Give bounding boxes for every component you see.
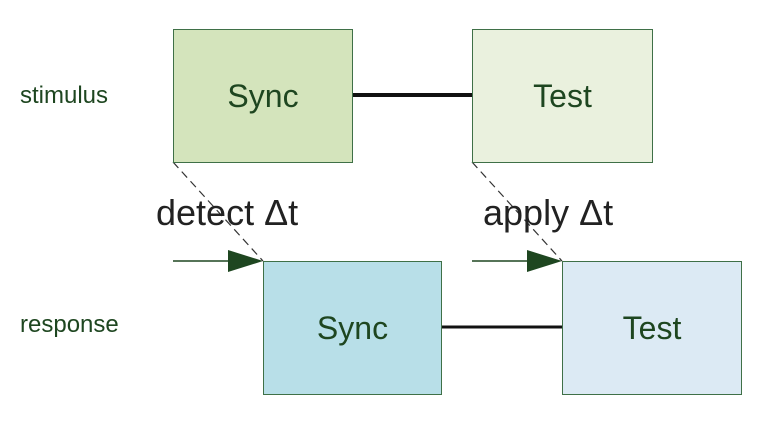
- apply-delta-caption: apply Δt: [483, 192, 614, 233]
- response-test-label: Test: [622, 309, 682, 346]
- detect-delta-caption: detect Δt: [156, 192, 299, 233]
- stimulus-test-label: Test: [533, 77, 592, 114]
- stimulus-sync-label: Sync: [227, 77, 299, 114]
- stimulus-row-label: stimulus: [20, 82, 109, 109]
- detect-offset-guide: [172, 161, 264, 262]
- response-row-label: response: [20, 311, 119, 338]
- response-sync-box: Sync: [263, 261, 442, 395]
- apply-arrowhead: [527, 250, 562, 272]
- response-test-box: Test: [562, 261, 742, 395]
- apply-offset-guide: [471, 161, 563, 262]
- stimulus-test-box: Test: [472, 29, 653, 163]
- detect-arrowhead: [228, 250, 263, 272]
- stimulus-sync-box: Sync: [173, 29, 353, 163]
- response-sync-label: Sync: [316, 309, 389, 346]
